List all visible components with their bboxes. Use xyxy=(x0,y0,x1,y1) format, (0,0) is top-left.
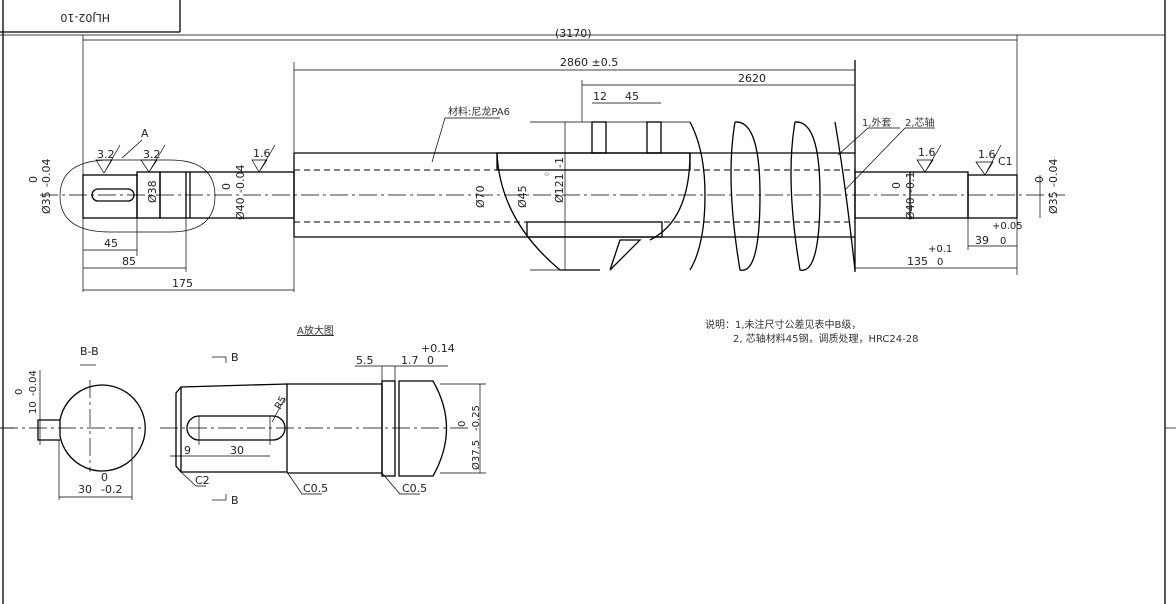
roughness-5: 1.6 xyxy=(978,148,996,161)
dim-len-45: 45 xyxy=(104,237,118,250)
bb-key-width: 10 xyxy=(28,401,39,414)
dim-d-bore: Ø45 xyxy=(516,185,529,208)
dim-d-left-journal: Ø40 xyxy=(234,197,247,220)
dim-d-right-end: Ø35 xyxy=(1047,191,1060,214)
detail-a-title: A放大图 xyxy=(297,324,334,337)
dim-d-right-journal-tol-lower: -0.1 xyxy=(904,172,917,193)
dim-keyway-length: 30 xyxy=(230,444,244,457)
drawing-number: HLJ02-10 xyxy=(60,11,110,24)
bb-depth: 30 xyxy=(78,483,92,496)
dim-len-135-tol-lower: 0 xyxy=(937,257,943,268)
section-marker-bottom: B xyxy=(231,494,239,507)
dim-d-left-journal-tol-lower: -0.04 xyxy=(234,165,247,193)
roughness-4: 1.6 xyxy=(918,146,936,159)
chamfer-c2: C2 xyxy=(195,474,210,487)
dim-keyway-offset: 9 xyxy=(184,444,191,457)
dim-flight-thickness: 12 xyxy=(593,90,607,103)
section-bb-title: B-B xyxy=(80,345,99,358)
dim-d-right-end-tol-upper: 0 xyxy=(1033,176,1046,183)
dim-len-135: 135 xyxy=(907,255,928,268)
dimension-lines xyxy=(82,35,1041,292)
rotated-dims: Ø35 0 -0.04 Ø38 Ø40 0 -0.04 Ø70 Ø45 Ø121… xyxy=(27,157,1060,220)
roughness-2: 3.2 xyxy=(143,148,161,161)
dim-flight-length: 2620 xyxy=(738,72,766,85)
bb-depth-tol-lower: -0.2 xyxy=(101,483,122,496)
dim-d-left-end: Ø35 xyxy=(40,191,53,214)
dim-d-right-journal: Ø40 xyxy=(904,197,917,220)
dim-groove-width: 1.7 xyxy=(401,354,419,367)
part-label-core-shaft: 2,芯轴 xyxy=(905,116,935,129)
note-line-2: 2, 芯轴材料45钢，调质处理，HRC24-28 xyxy=(733,332,918,345)
chamfer-c1: C1 xyxy=(998,155,1013,168)
part-label-sleeve: 1,外套 xyxy=(862,116,892,129)
note-line-1: 说明：1,未注尺寸公差见表中B级， xyxy=(705,318,861,331)
dim-groove-diameter-tol-lower: -0.25 xyxy=(471,405,482,431)
bb-depth-tol-upper: 0 xyxy=(101,471,108,484)
dim-d-left-end-tol-upper: 0 xyxy=(27,176,40,183)
dim-len-39-tol-lower: 0 xyxy=(1000,236,1006,247)
chamfer-c05-b: C0.5 xyxy=(402,482,427,495)
roughness-symbols xyxy=(95,144,1002,176)
dim-len-39-tol-upper: +0.05 xyxy=(992,221,1023,232)
dim-d-left-journal-tol-upper: 0 xyxy=(220,183,233,190)
dim-d-tube: Ø70 xyxy=(474,185,487,208)
dim-d-flight: Ø121 xyxy=(553,173,566,203)
bb-key-width-tol-lower: -0.04 xyxy=(28,370,39,396)
dim-len-175: 175 xyxy=(172,277,193,290)
dim-d-right-journal-tol-upper: 0 xyxy=(890,182,903,189)
roughness-3: 1.6 xyxy=(253,147,271,160)
leader-lines xyxy=(121,117,935,191)
bb-key-width-tol-upper: 0 xyxy=(14,389,25,395)
dim-len-85: 85 xyxy=(122,255,136,268)
dim-d-key-seat: Ø38 xyxy=(146,180,159,203)
dim-d-flight-tol-upper: 0 xyxy=(544,172,551,176)
detail-marker-a: A xyxy=(141,127,149,140)
section-bb-geometry xyxy=(0,364,146,500)
dim-groove-tol-lower: 0 xyxy=(427,354,434,367)
material-note: 材料:尼龙PA6 xyxy=(448,105,510,118)
dim-tube-length: 2860 ±0.5 xyxy=(560,56,618,69)
dim-d-left-end-tol-lower: -0.04 xyxy=(40,159,53,187)
dim-flight-pitch: 45 xyxy=(625,90,639,103)
dim-groove-offset: 5.5 xyxy=(356,354,374,367)
dim-groove-tol-upper: +0.14 xyxy=(421,342,455,355)
section-marker-top: B xyxy=(231,351,239,364)
dim-overall: (3170) xyxy=(555,27,592,40)
dim-len-135-tol-upper: +0.1 xyxy=(928,244,952,255)
chamfer-c05-a: C0.5 xyxy=(303,482,328,495)
dim-groove-diameter: Ø37.5 xyxy=(470,440,482,470)
detail-a-geometry xyxy=(160,356,486,501)
main-view-geometry xyxy=(40,60,1065,272)
dim-groove-diameter-tol-upper: 0 xyxy=(457,421,468,427)
dim-len-39: 39 xyxy=(975,234,989,247)
dim-d-flight-tol: -1 xyxy=(553,157,566,168)
roughness-1: 3.2 xyxy=(97,148,115,161)
dim-d-right-end-tol-lower: -0.04 xyxy=(1047,159,1060,187)
